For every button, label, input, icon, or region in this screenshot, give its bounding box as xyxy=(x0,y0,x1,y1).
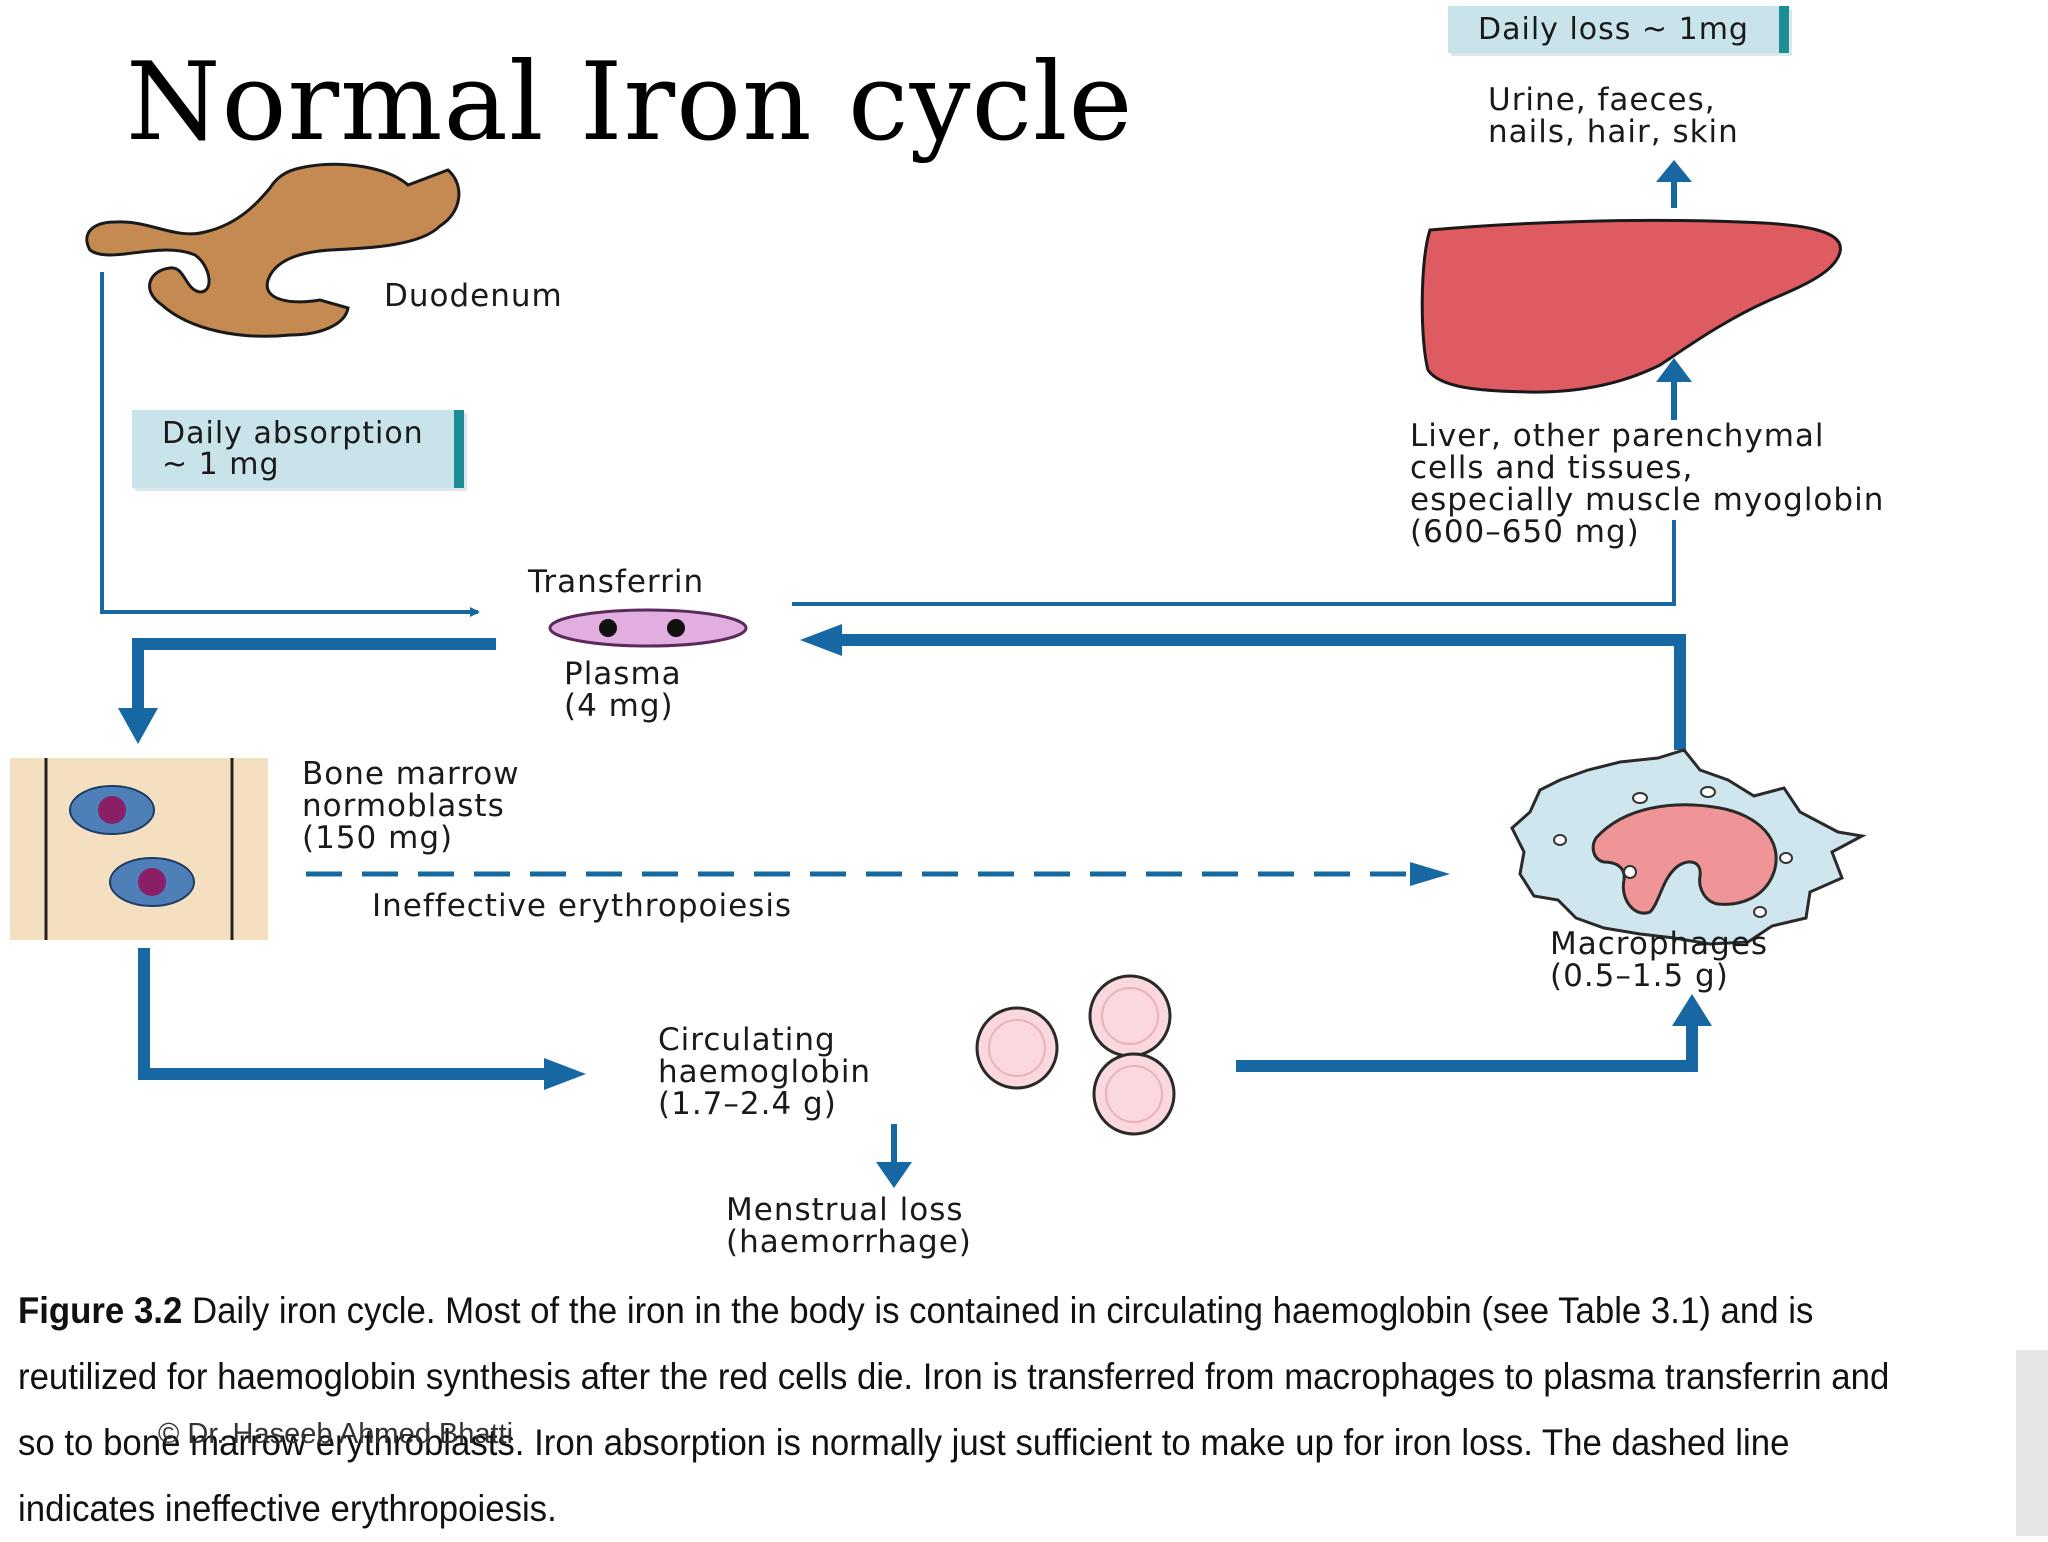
red-cell-inner-icon xyxy=(988,1019,1046,1077)
loss-routes-label: Urine, faeces, nails, hair, skin xyxy=(1488,82,1739,150)
liver-icon xyxy=(1420,218,1842,394)
daily-absorption-tag: Daily absorption ~ 1 mg xyxy=(132,410,464,488)
macrophage-nucleus-icon xyxy=(1591,803,1778,915)
figure-label: Figure 3.2 xyxy=(18,1290,183,1331)
copyright-notice: © Dr. Haseeb Ahmed Bhatti xyxy=(158,1418,514,1450)
slide-title: Normal Iron cycle xyxy=(126,40,1134,165)
duodenum-label: Duodenum xyxy=(384,278,563,314)
macrophages-label: Macrophages (0.5–1.5 g) xyxy=(1550,926,1769,994)
plasma-label: Plasma (4 mg) xyxy=(564,656,682,724)
plasma-to-marrow-arrowhead xyxy=(118,708,158,744)
ineffective-erythropoiesis-arrowhead xyxy=(1410,862,1450,886)
red-cell-inner-icon xyxy=(1105,1065,1163,1123)
macrophage-to-plasma-path xyxy=(830,634,1686,750)
normoblast-nucleus-icon xyxy=(138,868,166,896)
macrophage-vacuole-icon xyxy=(1632,792,1648,804)
transferrin-to-liver-line xyxy=(792,520,1676,606)
stores-to-liver-arrowhead xyxy=(1656,358,1692,382)
liver-stores-label: Liver, other parenchymal cells and tissu… xyxy=(1410,418,1885,550)
iron-atom-icon xyxy=(667,619,685,637)
haemoglobin-to-macrophage-path xyxy=(1236,1022,1698,1072)
iron-atom-icon xyxy=(599,619,617,637)
plasma-to-marrow-path xyxy=(132,638,496,712)
macrophage-vacuole-icon xyxy=(1753,906,1767,918)
transferrin-icon xyxy=(548,608,748,648)
marrow-to-haemoglobin-arrowhead xyxy=(544,1058,586,1090)
bone-marrow-box xyxy=(10,758,268,940)
side-scroll-tab[interactable] xyxy=(2016,1350,2048,1536)
haemoglobin-to-macrophage-arrowhead xyxy=(1672,994,1712,1026)
figure-caption: Figure 3.2 Daily iron cycle. Most of the… xyxy=(18,1278,1898,1542)
ineffective-erythropoiesis-label: Ineffective erythropoiesis xyxy=(372,888,793,924)
normoblast-nucleus-icon xyxy=(98,796,126,824)
macrophage-vacuole-icon xyxy=(1553,834,1567,846)
liver-to-loss-arrowhead xyxy=(1656,160,1692,182)
duodenum-stomach-icon xyxy=(85,162,461,338)
red-cell-inner-icon xyxy=(1101,987,1159,1045)
bone-marrow-label: Bone marrow normoblasts (150 mg) xyxy=(302,756,520,856)
caption-text: Daily iron cycle. Most of the iron in th… xyxy=(18,1290,1890,1529)
daily-loss-tag: Daily loss ~ 1mg xyxy=(1448,6,1789,53)
absorption-path-line xyxy=(100,272,480,617)
macrophage-vacuole-icon xyxy=(1779,852,1793,864)
macrophage-vacuole-icon xyxy=(1623,865,1637,879)
macrophage-vacuole-icon xyxy=(1700,786,1716,798)
haemoglobin-to-menstrual-arrowhead xyxy=(876,1162,912,1188)
menstrual-loss-label: Menstrual loss (haemorrhage) xyxy=(726,1192,972,1260)
marrow-to-haemoglobin-path xyxy=(138,948,550,1080)
haemoglobin-label: Circulating haemoglobin (1.7–2.4 g) xyxy=(658,1022,872,1122)
macrophage-to-plasma-arrowhead xyxy=(800,624,842,656)
transferrin-label: Transferrin xyxy=(528,564,705,600)
